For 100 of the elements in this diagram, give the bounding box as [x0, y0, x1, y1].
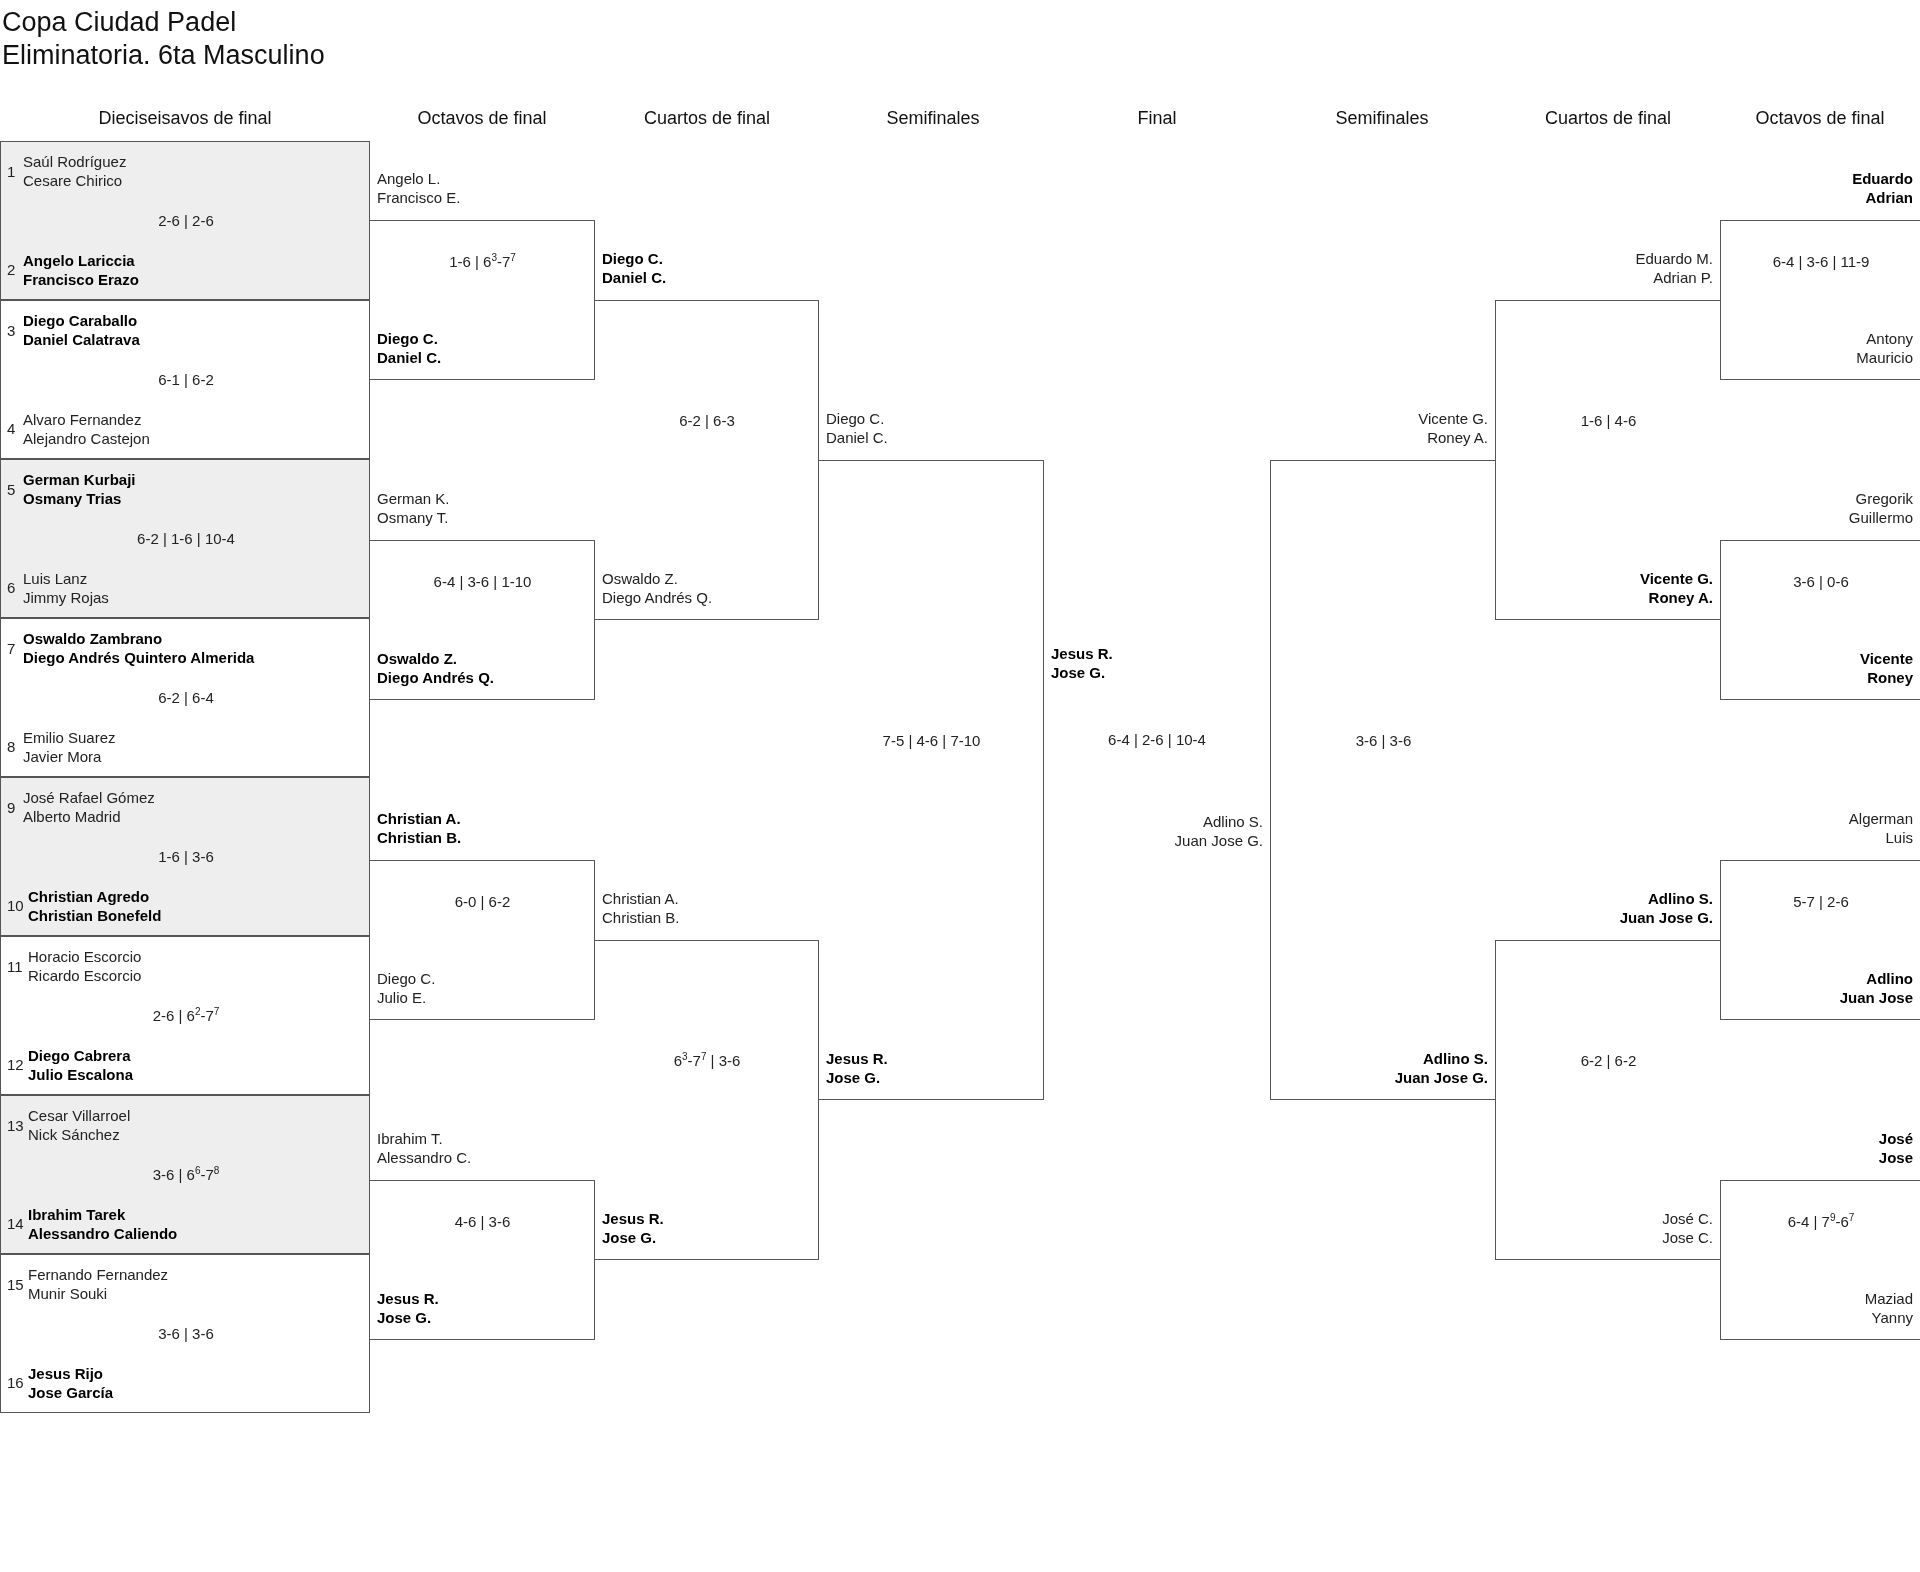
seed-number: 5	[7, 480, 16, 499]
team-name: Christian Bonefeld	[28, 906, 162, 925]
round-heading: Octavos de final	[1754, 108, 1886, 129]
team-name: Osmany Trias	[23, 489, 122, 508]
score: 6-2 | 6-2	[1580, 1051, 1637, 1070]
team-name: Fernando Fernandez	[28, 1265, 169, 1284]
seed-number: 16	[7, 1373, 24, 1392]
team-name: German K.	[377, 489, 450, 508]
team-name: Julio E.	[377, 988, 427, 1007]
team-name: Jesus Rijo	[28, 1364, 104, 1383]
team-name: Christian Agredo	[28, 887, 150, 906]
team-name: Christian B.	[377, 828, 462, 847]
team-name: Roney A.	[1648, 588, 1713, 607]
score: 2-6 | 2-6	[158, 211, 214, 230]
score: 3-6 | 3-6	[1355, 731, 1412, 750]
team-name: Vicente G.	[1639, 569, 1713, 588]
match-box	[0, 777, 370, 936]
team-name: Jose G.	[826, 1068, 881, 1087]
team-name: Christian A.	[602, 889, 679, 908]
team-name: Jose G.	[377, 1308, 432, 1327]
team-name: Diego C.	[602, 249, 663, 268]
round-heading: Cuartos de final	[642, 108, 772, 129]
seed-number: 8	[7, 737, 16, 756]
team-name: Jesus R.	[602, 1209, 664, 1228]
diagram-title: Copa Ciudad Padel Eliminatoria. 6ta Masculino	[2, 6, 326, 72]
team-name: Luis	[1885, 828, 1913, 847]
seed-number: 3	[7, 321, 16, 340]
team-name: Munir Souki	[28, 1284, 108, 1303]
round-heading: Dieciseisavos de final	[97, 108, 273, 129]
team-name: Diego Andrés Q.	[377, 668, 494, 687]
team-name: Maziad	[1864, 1289, 1913, 1308]
team-name: Juan Jose G.	[1174, 831, 1263, 850]
seed-number: 1	[7, 162, 16, 181]
team-name: Diego C.	[377, 329, 438, 348]
team-name: Adlino	[1866, 969, 1913, 988]
team-name: Francisco E.	[377, 188, 461, 207]
team-name: Saúl Rodríguez	[23, 152, 127, 171]
team-name: Javier Mora	[23, 747, 102, 766]
team-name: Vicente	[1859, 649, 1913, 668]
seed-number: 9	[7, 798, 16, 817]
team-name: Diego C.	[826, 409, 885, 428]
team-name: Algerman	[1848, 809, 1913, 828]
team-name: Jimmy Rojas	[23, 588, 109, 607]
round-heading: Semifinales	[1334, 108, 1430, 129]
round-heading: Semifinales	[885, 108, 981, 129]
score: 4-6 | 3-6	[454, 1212, 511, 1231]
team-name: José Rafael Gómez	[23, 788, 155, 807]
team-name: Alessandro C.	[377, 1148, 472, 1167]
seed-number: 10	[7, 896, 24, 915]
team-name: Jesus R.	[826, 1049, 888, 1068]
team-name: Juan Jose G.	[1619, 908, 1713, 927]
seed-number: 15	[7, 1275, 24, 1294]
team-name: Antony	[1866, 329, 1913, 348]
team-name: Diego C.	[377, 969, 436, 988]
score: 6-4 | 3-6 | 11-9	[1772, 252, 1870, 271]
team-name: Ibrahim Tarek	[28, 1205, 126, 1224]
team-name: Mauricio	[1856, 348, 1913, 367]
team-name: Cesar Villarroel	[28, 1106, 131, 1125]
score: 2-6 | 6$^{2}$-7$^{7}$	[152, 1006, 220, 1025]
team-name: Eduardo M.	[1635, 249, 1713, 268]
match-box	[0, 459, 370, 618]
score: 5-7 | 2-6	[1793, 892, 1849, 911]
team-name: Horacio Escorcio	[28, 947, 142, 966]
team-name: Nick Sánchez	[28, 1125, 120, 1144]
seed-number: 13	[7, 1116, 24, 1135]
score: 7-5 | 4-6 | 7-10	[882, 731, 981, 750]
score: 6-4 | 3-6 | 1-10	[433, 572, 532, 591]
team-name: Juan Jose G.	[1394, 1068, 1488, 1087]
seed-number: 7	[7, 639, 16, 658]
score: 3-6 | 6$^{6}$-7$^{8}$	[152, 1165, 220, 1184]
team-name: Ricardo Escorcio	[28, 966, 142, 985]
team-name: Adlino S.	[1202, 812, 1263, 831]
score: 6-4 | 7$^{9}$-6$^{7}$	[1787, 1212, 1855, 1231]
team-name: Alvaro Fernandez	[23, 410, 142, 429]
team-name: Adrian	[1865, 188, 1913, 207]
match-box	[0, 1095, 370, 1254]
seed-number: 4	[7, 419, 16, 438]
score: 3-6 | 0-6	[1793, 572, 1849, 591]
team-name: Ibrahim T.	[377, 1129, 443, 1148]
team-name: Diego Cabrera	[28, 1046, 131, 1065]
score: 3-6 | 3-6	[158, 1324, 214, 1343]
team-name: Jose García	[28, 1383, 114, 1402]
team-name: José	[1878, 1129, 1913, 1148]
score: 6-1 | 6-2	[158, 370, 214, 389]
score: 6-2 | 1-6 | 10-4	[137, 529, 235, 548]
team-name: Luis Lanz	[23, 569, 88, 588]
score: 1-6 | 4-6	[1580, 411, 1637, 430]
team-name: Oswaldo Z.	[602, 569, 678, 588]
seed-number: 14	[7, 1214, 24, 1233]
team-name: Oswaldo Z.	[377, 649, 457, 668]
team-name: Jesus R.	[377, 1289, 439, 1308]
team-name: Jose G.	[602, 1228, 657, 1247]
team-name: Alessandro Caliendo	[28, 1224, 178, 1243]
team-name: Cesare Chirico	[23, 171, 123, 190]
team-name: Adlino S.	[1423, 1049, 1488, 1068]
score: 6-2 | 6-3	[679, 411, 735, 430]
team-name: Diego Andrés Q.	[602, 588, 713, 607]
team-name: José C.	[1662, 1209, 1713, 1228]
seed-number: 2	[7, 260, 16, 279]
seed-number: 11	[7, 957, 23, 976]
